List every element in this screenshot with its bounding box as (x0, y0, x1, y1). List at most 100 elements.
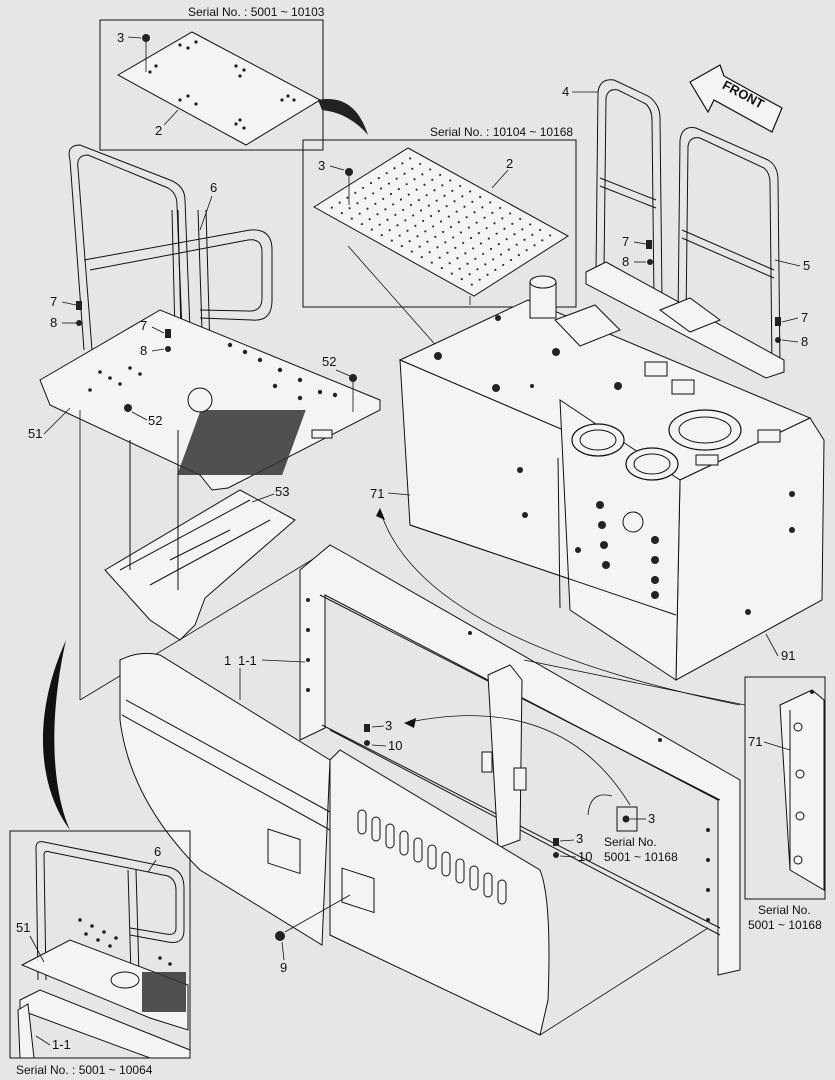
perforation-hole (425, 194, 428, 197)
perforation-hole (441, 184, 444, 187)
perforation-hole (382, 197, 385, 201)
perforation-hole (396, 224, 399, 227)
perforation-hole (497, 242, 500, 246)
grating-panel (177, 410, 306, 475)
perforation-hole (521, 228, 524, 231)
perforation-hole (398, 234, 401, 237)
perforation-hole (442, 230, 445, 234)
perforation-hole (489, 247, 493, 251)
perforation-hole (417, 198, 420, 202)
front-direction-arrow: FRONT (689, 64, 783, 133)
perforation-hole (443, 194, 446, 197)
perforation-hole (439, 220, 443, 223)
label-8d: 8 (801, 334, 808, 349)
perforation-hole (445, 205, 448, 208)
right-handrails: 4 5 7 8 7 8 (562, 79, 810, 379)
perforation-hole (507, 248, 510, 251)
perforation-hole (460, 277, 463, 281)
perforation-hole (515, 243, 518, 246)
perforation-hole (509, 258, 513, 262)
perforation-hole (364, 197, 367, 200)
perforation-hole (477, 231, 480, 235)
label-4: 4 (562, 84, 569, 99)
perforation-hole (483, 216, 486, 219)
perforation-hole (491, 211, 494, 214)
perforation-hole (470, 283, 473, 286)
perforation-hole (386, 218, 389, 221)
label-71: 71 (370, 486, 384, 501)
perforation-hole (519, 217, 522, 221)
perforation-hole (449, 225, 453, 229)
label-5: 5 (803, 258, 810, 273)
perforation-hole (495, 232, 498, 235)
perforation-hole (418, 245, 421, 248)
perforation-hole (467, 226, 470, 229)
perforation-hole (478, 278, 481, 281)
perforation-hole (419, 162, 422, 166)
label-7a: 7 (50, 294, 57, 309)
perforation-hole (531, 233, 534, 236)
perforation-hole (444, 241, 447, 244)
perforation-hole (453, 200, 456, 203)
label-3-top: 3 (117, 30, 124, 45)
perforation-hole (525, 249, 528, 252)
perforation-hole (533, 244, 536, 247)
label-52a: 52 (322, 354, 336, 369)
label-71-inset: 71 (748, 734, 762, 749)
label-52b: 52 (148, 413, 162, 428)
bolt-3-icon (142, 34, 150, 42)
perforation-hole (529, 223, 532, 226)
inset-bl-serial-label: Serial No. : 5001 ~ 10064 (16, 1063, 153, 1077)
perforation-hole (385, 172, 388, 175)
inset-mid-serial-10104-10168: Serial No. : 10104 ~ 10168 3 2 (302, 125, 577, 351)
perforation-hole (440, 266, 443, 270)
perforation-hole (489, 201, 492, 204)
perforation-hole (472, 247, 475, 250)
perforation-hole (426, 240, 429, 243)
label-2-mid: 2 (506, 156, 513, 171)
perforation-hole (436, 246, 439, 249)
perforation-hole (476, 268, 479, 271)
perforation-hole (362, 186, 365, 190)
perforation-hole (392, 203, 395, 206)
inset-bl-label-51: 51 (16, 920, 30, 935)
perforation-hole (505, 238, 508, 241)
perforation-hole (541, 239, 544, 242)
perforation-hole (405, 183, 408, 186)
perforation-hole (458, 267, 461, 270)
perforation-hole (394, 213, 397, 216)
perforation-hole (454, 246, 457, 249)
label-1-1: 1-1 (238, 653, 257, 668)
label-3-mid: 3 (318, 158, 325, 173)
callout-label-3: 3 (648, 811, 655, 826)
perforation-hole (410, 250, 413, 253)
perforation-hole (376, 213, 379, 216)
label-91: 91 (781, 648, 795, 663)
perforation-hole (377, 176, 380, 180)
perforation-hole (427, 204, 430, 207)
perforation-hole (340, 211, 343, 215)
perforation-hole (409, 203, 413, 207)
perforation-hole (406, 229, 409, 232)
perforation-hole (457, 220, 460, 224)
perforation-hole (481, 206, 484, 209)
inset-top-serial-label: Serial No. : 5001 ~ 10103 (188, 5, 325, 19)
perforation-hole (423, 183, 426, 186)
perforation-hole (338, 201, 341, 204)
perforation-hole (469, 236, 473, 240)
perforation-hole (374, 202, 377, 205)
perforation-hole (482, 252, 485, 256)
perforation-hole (428, 251, 431, 254)
perforation-hole (463, 205, 466, 208)
perforation-hole (422, 219, 425, 223)
label-1: 1 (224, 653, 231, 668)
perforation-hole (420, 255, 423, 259)
perforation-hole (384, 208, 387, 211)
perforation-hole (346, 196, 349, 199)
perforation-hole (389, 192, 393, 196)
curved-pointer-arrow-left (42, 640, 70, 830)
perforation-hole (435, 199, 438, 202)
perforation-hole (366, 207, 369, 210)
perforation-hole (413, 178, 416, 181)
hydraulic-fuel-tank: 71 91 (370, 275, 825, 706)
